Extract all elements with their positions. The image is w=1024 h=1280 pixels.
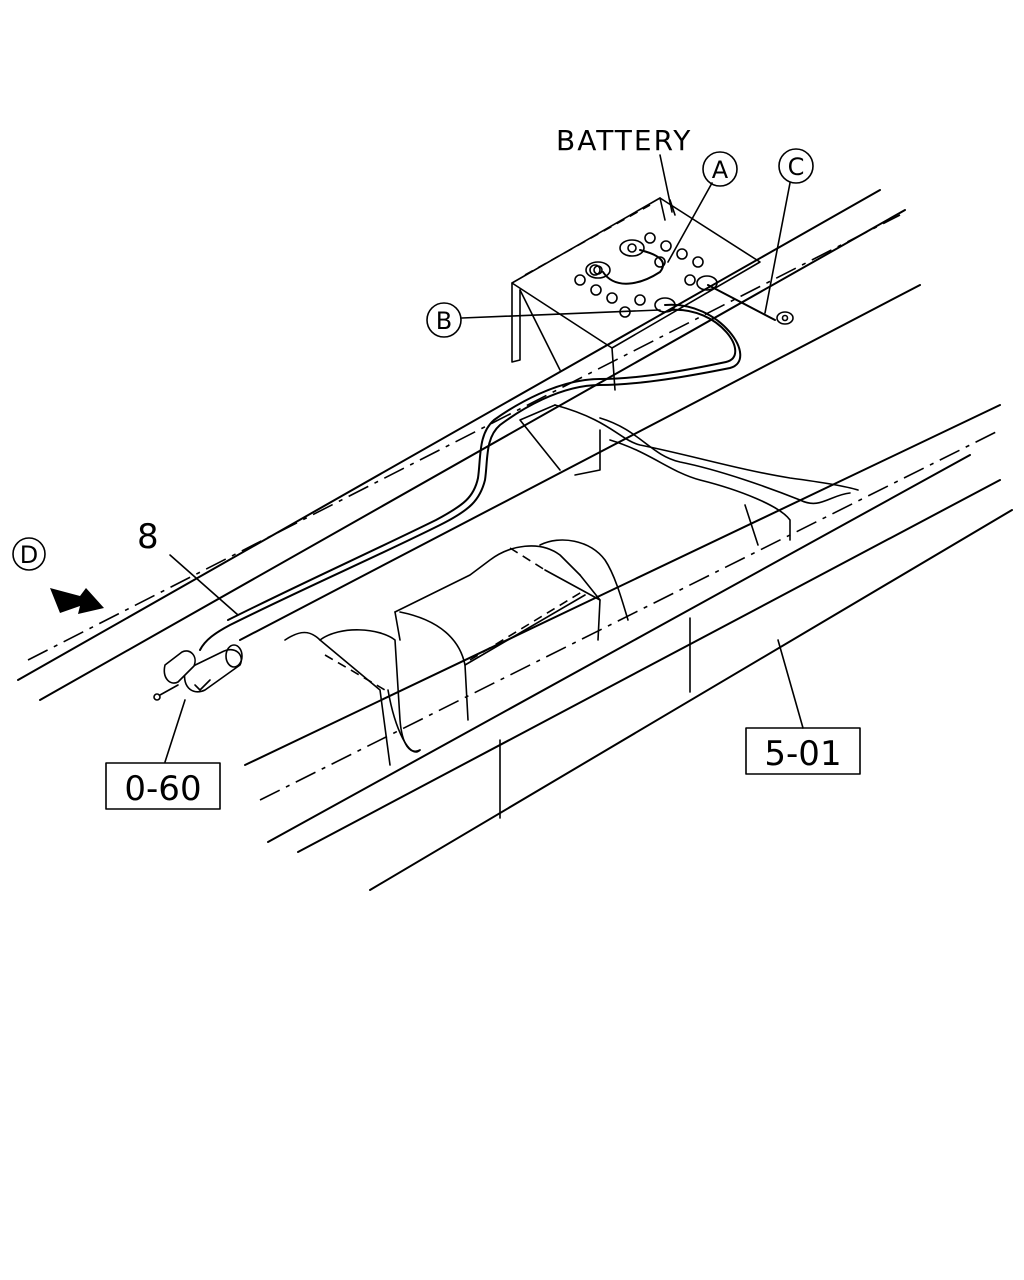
ref-box-right: 5-01 xyxy=(745,727,861,775)
cross-member xyxy=(519,404,859,546)
svg-text:B: B xyxy=(436,307,452,335)
battery-terminal-left xyxy=(585,261,611,279)
callout-d: D xyxy=(12,537,46,571)
connector-0-60 xyxy=(153,644,243,701)
jumper-cable-a xyxy=(602,249,665,285)
callout-c: C xyxy=(778,148,814,184)
frame-rail-lower xyxy=(244,404,1013,891)
battery-terminal-right xyxy=(619,239,645,257)
battery xyxy=(511,197,794,391)
leader-lines xyxy=(164,154,804,763)
callout-a: A xyxy=(702,151,738,187)
svg-text:5-01: 5-01 xyxy=(764,734,841,774)
svg-text:C: C xyxy=(788,153,805,181)
svg-text:D: D xyxy=(20,541,38,569)
harness-8 xyxy=(199,303,742,651)
callout-b: B xyxy=(426,302,462,338)
fuel-tank xyxy=(284,539,629,766)
svg-text:A: A xyxy=(712,156,729,184)
svg-text:0-60: 0-60 xyxy=(124,769,201,809)
arrow-right-down-icon xyxy=(50,588,104,614)
ref-box-left: 0-60 xyxy=(105,762,221,810)
battery-vent-holes xyxy=(574,232,704,318)
frame-rail-upper xyxy=(17,189,921,701)
ground-cable-c xyxy=(707,284,776,321)
part-number-label: 8 xyxy=(137,517,159,557)
battery-label: BATTERY xyxy=(556,124,692,157)
